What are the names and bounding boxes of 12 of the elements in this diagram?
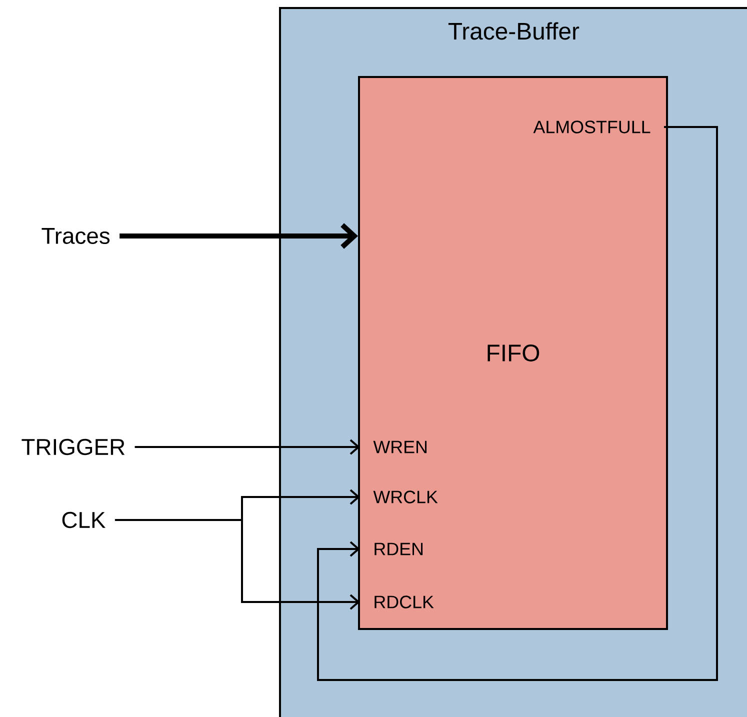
- signal-label: TRIGGER: [22, 438, 125, 456]
- arrow: [317, 126, 718, 681]
- port-label: WREN: [373, 440, 427, 454]
- arrow: [134, 439, 360, 455]
- port-label: RDEN: [374, 542, 423, 556]
- port-label: RDCLK: [374, 596, 434, 608]
- arrow: [120, 223, 358, 249]
- port-label: WRCLK: [373, 490, 438, 504]
- signal-label: Traces: [42, 228, 110, 244]
- signal-label: CLK: [62, 512, 106, 528]
- arrow: [114, 519, 360, 610]
- port-label: ALMOSTFULL: [533, 120, 650, 134]
